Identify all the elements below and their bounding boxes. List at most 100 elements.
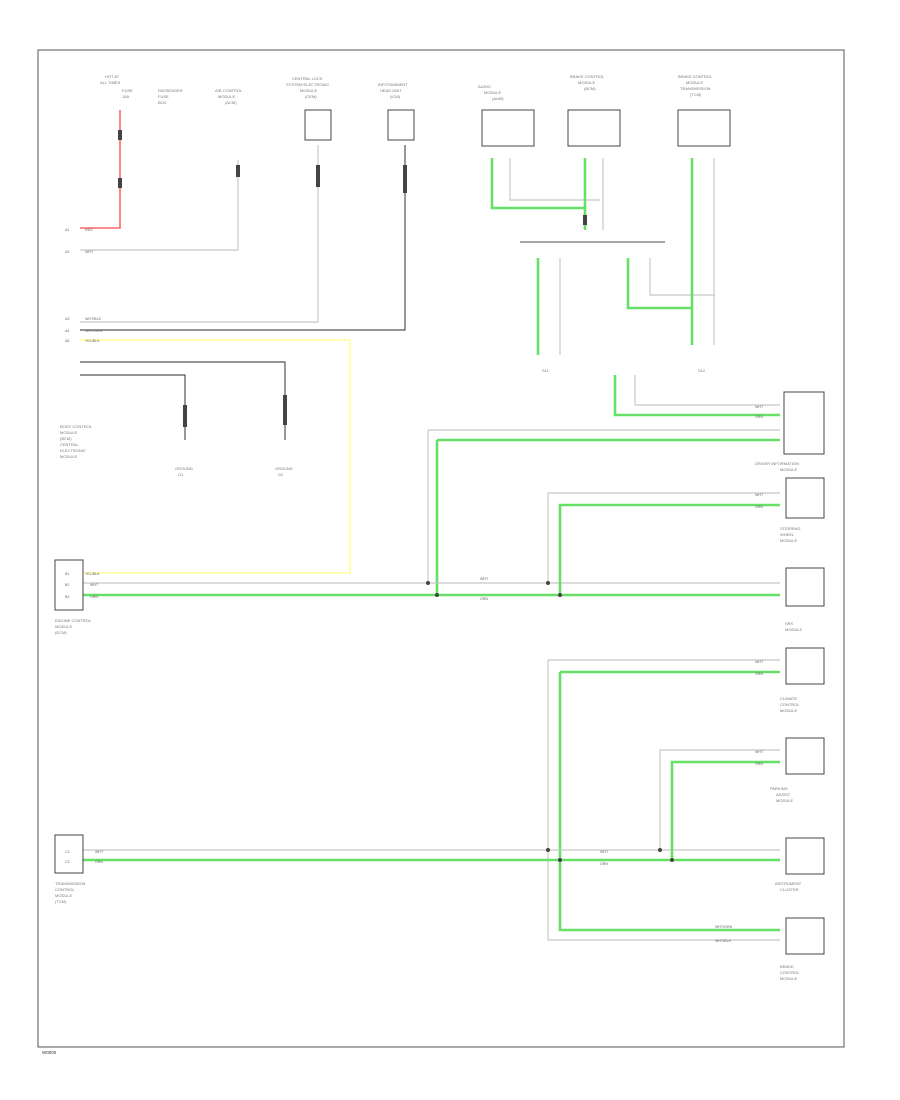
srs-label-1: SRS — [785, 621, 794, 626]
wire-label-pam-wht: WHT — [755, 750, 764, 754]
junction-dot — [435, 593, 439, 597]
junction-dot — [546, 581, 550, 585]
wire-label-dim-grn: GRN — [755, 415, 763, 419]
ecm-label-3: (ECM) — [55, 630, 67, 635]
fuse-note-3: BOX — [158, 100, 167, 105]
cem-label-3: MODULE — [300, 88, 317, 93]
icm-label-2: HEAD UNIT — [380, 88, 402, 93]
ecm-label-1: ENGINE CONTROL — [55, 618, 92, 623]
tcm-label-2: CONTROL — [55, 887, 75, 892]
pin-label: C2 — [65, 860, 70, 864]
splice-label-1: S11 — [542, 368, 550, 373]
pin-label: A3 — [65, 317, 69, 321]
icm-connector — [403, 165, 407, 193]
brake-label-2: CONTROL — [780, 970, 800, 975]
aum-can-low — [509, 158, 600, 201]
wire-label-wht: WHT — [85, 250, 94, 254]
acm-label-3: (ACM) — [225, 100, 237, 105]
acm-connector — [236, 165, 240, 177]
acm-label-2: MODULE — [218, 94, 235, 99]
pin-label: C1 — [65, 850, 70, 854]
module-box-srs — [785, 567, 825, 607]
acm-label-1: AIR CONTROL — [215, 88, 243, 93]
wire-label-wht-bottom: WHT — [600, 850, 609, 854]
tcm-label-4: (TCM) — [55, 899, 67, 904]
module-box-tcm-left — [54, 834, 84, 874]
module-box-ic — [785, 837, 825, 875]
icm-label-3: (ICM) — [390, 94, 401, 99]
module-box-pam — [785, 737, 825, 775]
tcm-top-label-1: BRAKE CONTROL — [678, 74, 713, 79]
wire-label-grn-lower: GRN — [90, 595, 98, 599]
fuse-note-1: PASSENGER — [158, 88, 183, 93]
wire-label-grn-mid: GRN — [480, 597, 488, 601]
wire-label-wht-grn: WHT/GRN — [85, 329, 103, 333]
ground-wire-right — [80, 361, 286, 440]
wire-label-grn-bottom: GRN — [600, 862, 608, 866]
swm-can-low — [547, 492, 780, 583]
wire-label-ccm-wht: WHT — [755, 660, 764, 664]
ic-label-2: CLUSTER — [780, 887, 799, 892]
top-module-row — [304, 109, 731, 147]
pam-label-2: ASSIST — [776, 792, 791, 797]
wire-label-ccm-grn: GRN — [755, 672, 763, 676]
pin-label: A5 — [65, 339, 69, 343]
tcm-label-1: TRANSMISSION — [55, 881, 86, 886]
bcm-top-label-2: MODULE — [578, 80, 595, 85]
fuse-label-3: FUSE — [122, 88, 133, 93]
ground-right-label-1: GROUND — [275, 466, 293, 471]
left-block-note-2: ELECTRONIC — [60, 448, 86, 453]
module-box-cem — [304, 109, 332, 141]
junction-dot — [658, 848, 662, 852]
module-box-tcm — [677, 109, 731, 147]
pin-label: B2 — [65, 583, 69, 587]
fuse-note-2: FUSE — [158, 94, 169, 99]
wire-labels: RED WHT WHT/BLK WHT/GRN YEL/BLK YEL/BLK … — [85, 228, 764, 943]
wire-label-swm-wht: WHT — [755, 493, 764, 497]
module-box-ecm — [54, 559, 84, 611]
module-box-swm — [785, 477, 825, 519]
ic-label-1: INSTRUMENT — [775, 881, 802, 886]
bcm-connector — [583, 215, 587, 225]
cem-connector — [316, 165, 320, 187]
cem-label-4: (CEM) — [305, 94, 317, 99]
left-block-note-1: CENTRAL — [60, 442, 79, 447]
junction-dot — [558, 593, 562, 597]
wire-label-red: RED — [85, 228, 93, 232]
pin-label: A2 — [65, 250, 69, 254]
ground-wire-left — [80, 374, 186, 440]
wire-label-wht-mid: WHT — [480, 577, 489, 581]
junction-dot — [670, 858, 674, 862]
gateway-branch-low — [649, 258, 715, 296]
ecm-label-2: MODULE — [55, 624, 72, 629]
lower-can-low-vertical — [547, 660, 780, 941]
ground-left-label-2: G1 — [178, 472, 184, 477]
junction-dot — [558, 858, 562, 862]
ground-connector-right — [283, 395, 287, 425]
dim-label-1: DRIVER INFORMATION — [755, 461, 799, 466]
wire-label-yel-blk-lower: YEL/BLK — [85, 572, 100, 576]
dim-can-low — [634, 375, 780, 406]
srs-label-2: MODULE — [785, 627, 802, 632]
fuse-connector — [118, 130, 122, 140]
wire-label-wht-lower: WHT — [90, 583, 99, 587]
wire-label-brake-wht: WHT/BLK — [715, 939, 732, 943]
ccm-label-2: CONTROL — [780, 702, 800, 707]
wire-label-wht-tcm: WHT — [95, 850, 104, 854]
red-supply-wire — [80, 110, 121, 229]
pam-label-3: MODULE — [776, 798, 793, 803]
aum-label-2: MODULE — [484, 90, 501, 95]
dim-label-2: MODULE — [780, 467, 797, 472]
cem-signal-wire — [80, 145, 319, 323]
figure-reference: W0000 — [42, 1050, 57, 1055]
swm-label-2: WHEEL — [780, 532, 795, 537]
pam-can-low — [659, 749, 780, 850]
left-block-note-3: MODULE — [60, 454, 77, 459]
wire-label-swm-grn: GRN — [755, 505, 763, 509]
cem-label-2: SYSTEM ELECTRONIC — [286, 82, 329, 87]
left-block-label-3: (BCM) — [60, 436, 72, 441]
module-box-bcm — [567, 109, 621, 147]
module-box-icm — [387, 109, 415, 141]
component-labels: HOT AT ALL TIMES FUSE 15A PASSENGER FUSE… — [55, 74, 802, 981]
